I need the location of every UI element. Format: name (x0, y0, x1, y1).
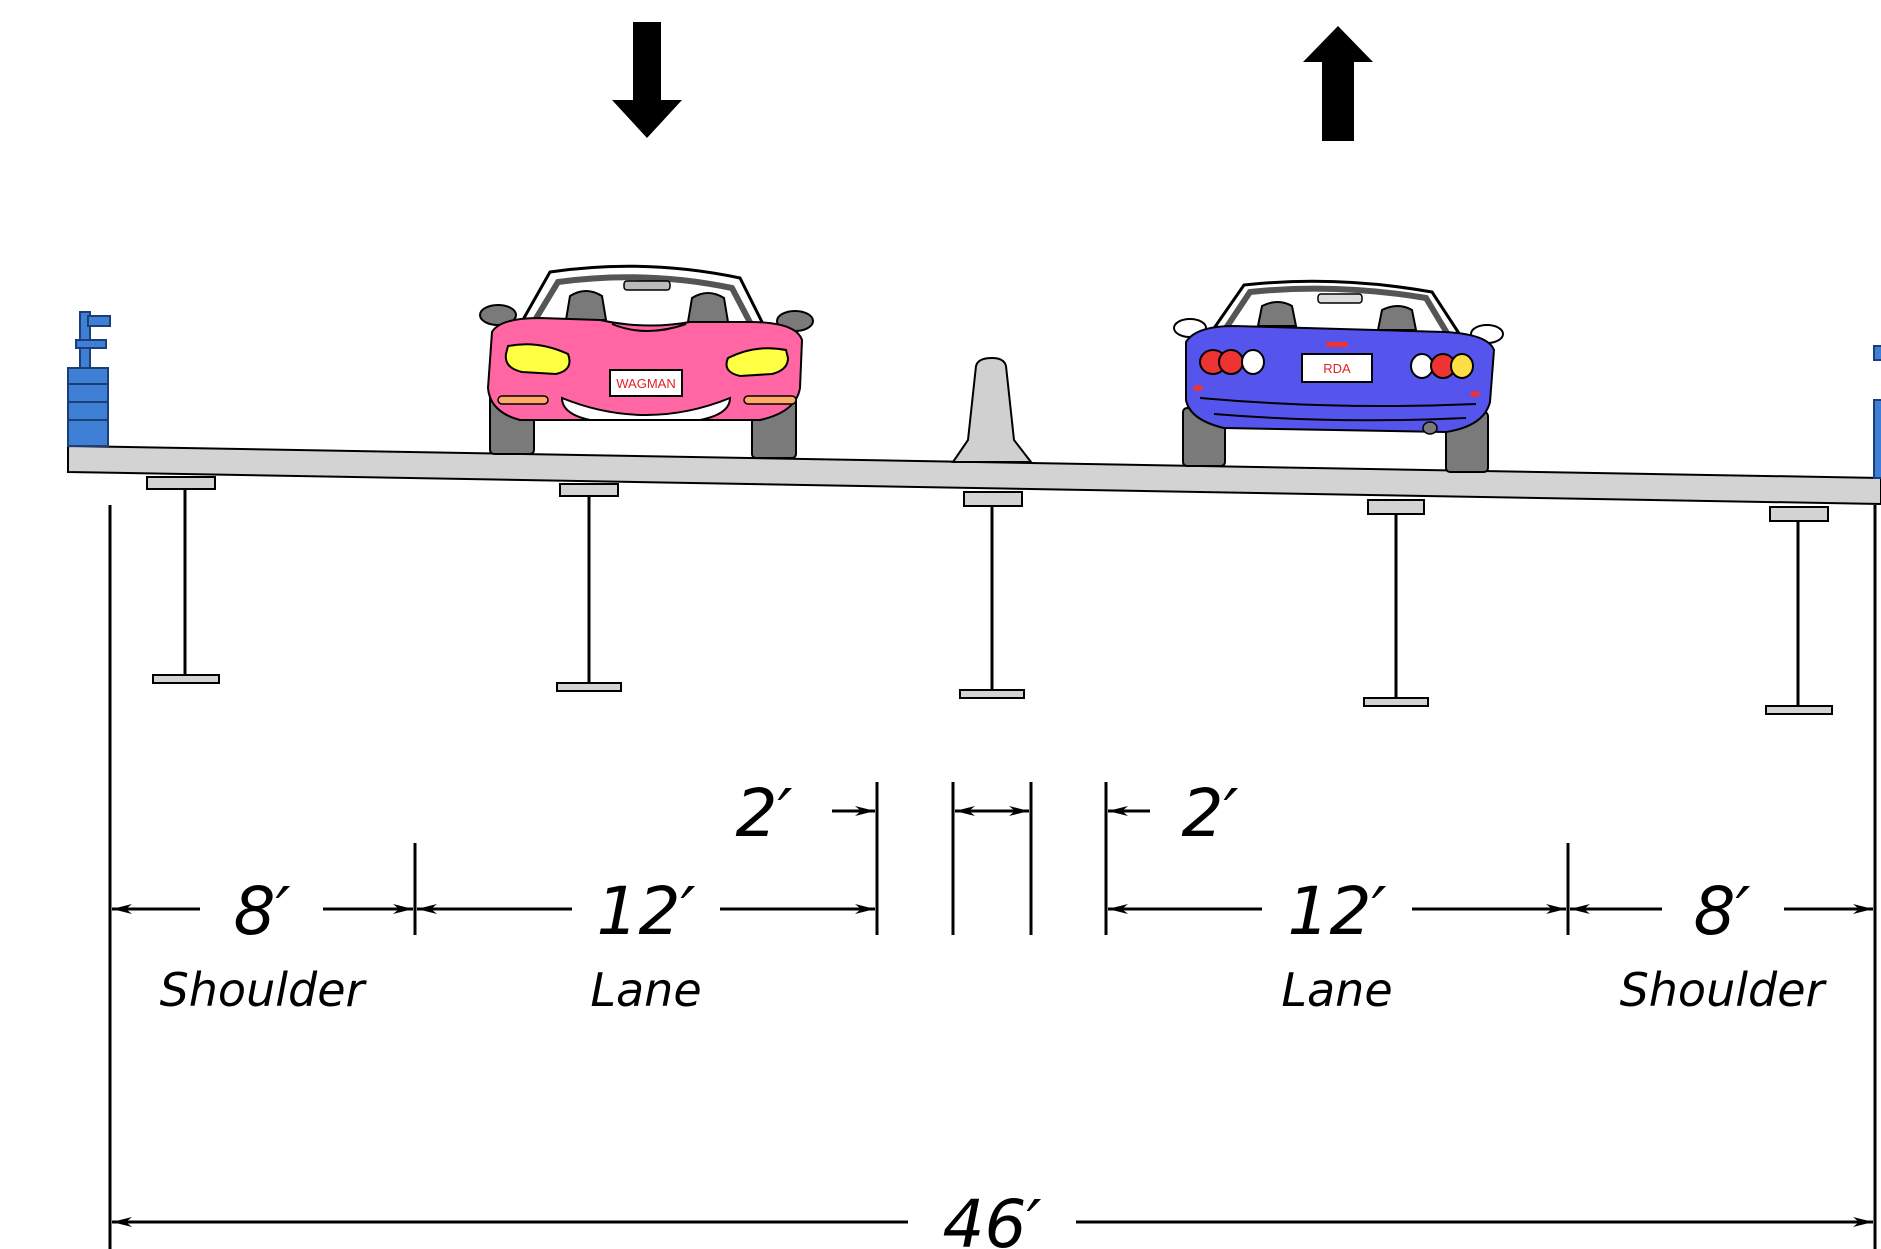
plate-rda: RDA (1323, 361, 1351, 376)
right-offset-dimension: 2′ (1182, 775, 1239, 852)
right-shoulder-dimension: 8′ (1694, 873, 1751, 950)
direction-arrow-up-icon (1303, 26, 1373, 141)
girder-5 (1765, 506, 1833, 715)
bridge-deck (67, 444, 1881, 506)
left-shoulder-dimension: 8′ (234, 873, 291, 950)
left-lane-dimension: 12′ (597, 873, 696, 950)
right-bridge-railing-icon (1873, 345, 1881, 479)
direction-arrow-down-icon (612, 22, 682, 138)
left-bridge-railing-icon (67, 311, 111, 447)
dimension-lines (108, 505, 1877, 1249)
girder-3 (959, 491, 1025, 699)
pink-convertible-car-icon: WAGMAN (479, 264, 814, 459)
girder-1 (146, 476, 220, 684)
right-lane-label: Lane (1281, 963, 1392, 1017)
left-shoulder-label: Shoulder (160, 963, 368, 1017)
left-lane-label: Lane (590, 963, 701, 1017)
total-width-dimension: 46′ (943, 1186, 1042, 1249)
girder-2 (556, 483, 622, 692)
plate-wagman: WAGMAN (616, 376, 675, 391)
right-shoulder-label: Shoulder (1620, 963, 1828, 1017)
median-barrier (951, 356, 1034, 463)
left-offset-dimension: 2′ (736, 775, 793, 852)
dimension-labels: 8′ Shoulder 12′ Lane 2′ 2′ 12′ Lane 8′ S… (160, 775, 1828, 1249)
girders (146, 476, 1833, 715)
right-lane-dimension: 12′ (1288, 873, 1387, 950)
blue-convertible-car-icon: RDA (1173, 279, 1504, 473)
girder-4 (1363, 499, 1429, 707)
